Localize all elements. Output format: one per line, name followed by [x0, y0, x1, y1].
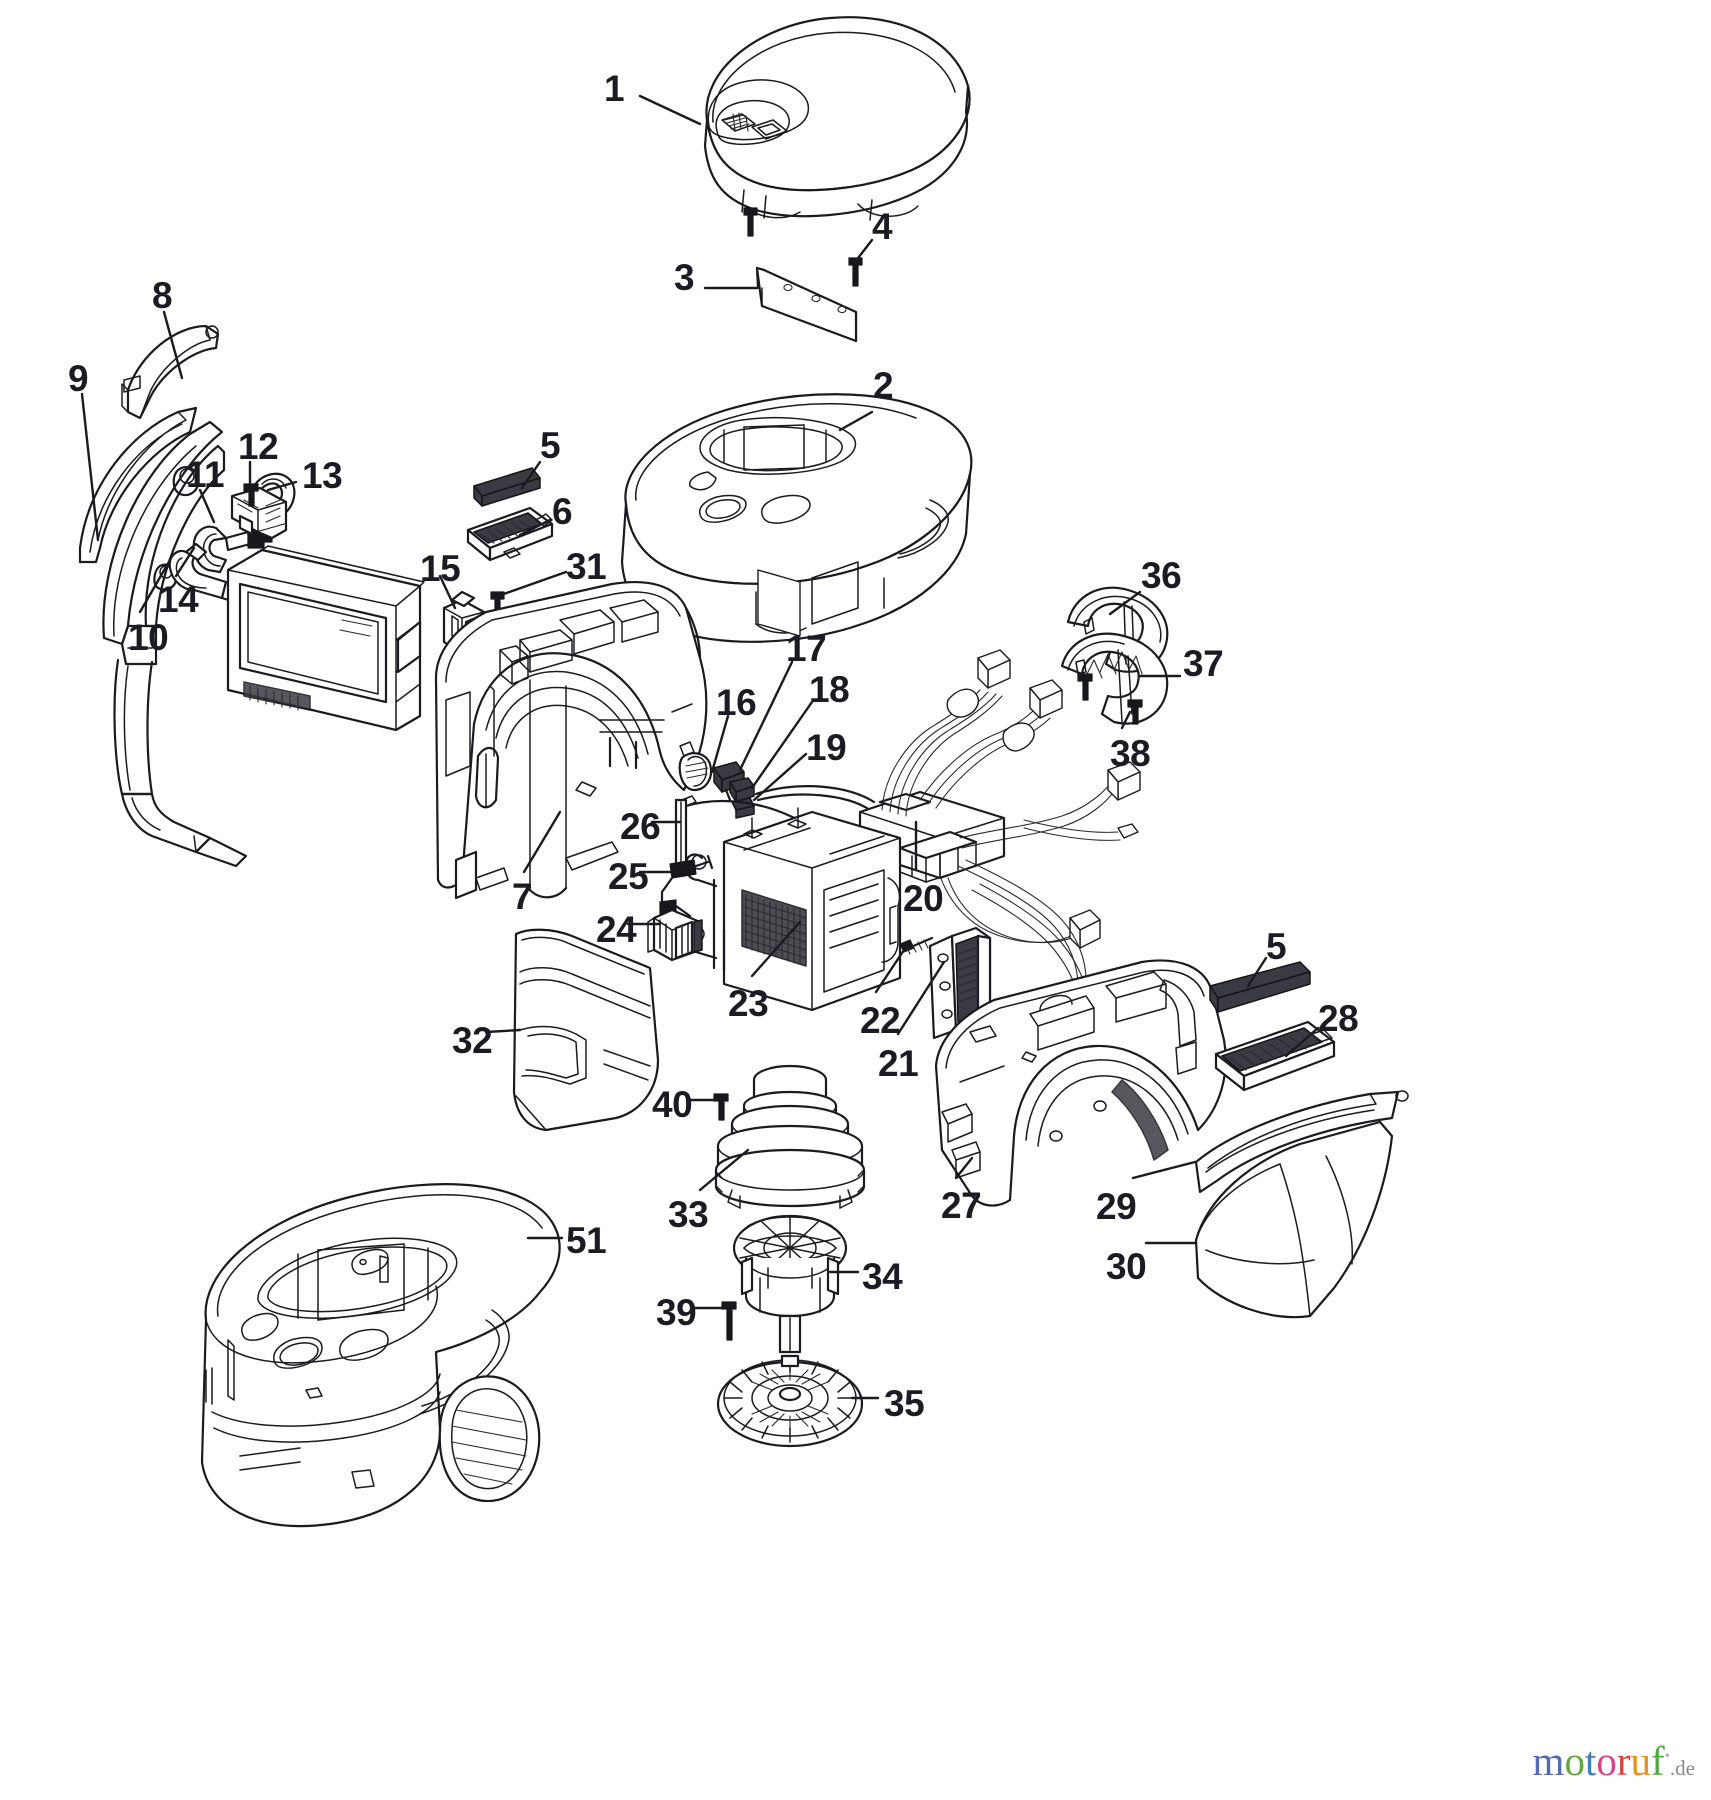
callout-4[interactable]: 4	[872, 206, 893, 247]
callout-29[interactable]: 29	[1096, 1186, 1137, 1227]
callout-23[interactable]: 23	[728, 983, 769, 1024]
part-23-control-unit-battery	[682, 807, 902, 1012]
callout-13[interactable]: 13	[302, 455, 343, 496]
part-7-front-chassis-frame	[434, 580, 708, 900]
callout-5-rear[interactable]: 5	[1266, 926, 1287, 967]
part-10-side-frame-left	[102, 420, 248, 868]
callout-38[interactable]: 38	[1110, 733, 1151, 774]
callout-11[interactable]: 11	[186, 454, 225, 495]
callout-22[interactable]: 22	[860, 1000, 901, 1041]
part-1-top-cover-lid	[703, 16, 971, 221]
part-29-rear-trim-strip	[1194, 1090, 1409, 1194]
callout-10[interactable]: 10	[128, 617, 169, 658]
part-18-terminal-connector	[729, 777, 755, 819]
callout-25[interactable]: 25	[608, 856, 649, 897]
callout-21[interactable]: 21	[878, 1043, 919, 1084]
part-5b-foam-filter-pad-rear	[1209, 961, 1311, 1013]
callout-37[interactable]: 37	[1183, 643, 1224, 684]
callout-6[interactable]: 6	[552, 491, 573, 532]
part-22-fixing-screw-long	[899, 936, 934, 955]
callout-17[interactable]: 17	[786, 628, 827, 669]
part-27-rear-chassis-frame	[934, 959, 1227, 1207]
part-8-side-trim-strip	[121, 324, 220, 420]
part-40-blower-screw	[713, 1093, 729, 1121]
callout-39[interactable]: 39	[656, 1292, 697, 1333]
watermark-letter-t: t	[1584, 1738, 1597, 1784]
part-5-foam-filter-pad	[473, 467, 541, 507]
callout-9[interactable]: 9	[68, 358, 89, 399]
part-12-hinge-pin-screw	[243, 483, 259, 507]
watermark-suffix: .de	[1669, 1756, 1695, 1780]
callout-1[interactable]: 1	[604, 68, 625, 109]
callout-27[interactable]: 27	[941, 1185, 982, 1226]
callout-16[interactable]: 16	[716, 682, 757, 723]
watermark-letter-f: f	[1651, 1738, 1665, 1784]
part-51-complete-body-assembly	[200, 1183, 561, 1528]
part-16-sensor-coil	[678, 752, 713, 792]
part-34-motor-impeller	[732, 1214, 848, 1354]
callout-19[interactable]: 19	[806, 727, 847, 768]
part-30-rear-corner-cap	[1194, 1120, 1394, 1319]
callout-33[interactable]: 33	[668, 1194, 709, 1235]
callout-28[interactable]: 28	[1318, 998, 1359, 1039]
leader-lines	[80, 94, 1320, 1400]
callout-20[interactable]: 20	[903, 878, 944, 919]
watermark-letter-o2: o	[1596, 1738, 1617, 1784]
watermark-letter-r: r	[1616, 1738, 1631, 1784]
watermark-letter-u: u	[1630, 1738, 1652, 1784]
callout-14[interactable]: 14	[158, 579, 199, 620]
part-3-inner-bracket-plate	[755, 266, 858, 343]
callout-15[interactable]: 15	[420, 548, 461, 589]
part-4-screw-cover	[848, 257, 863, 287]
callout-8[interactable]: 8	[152, 275, 173, 316]
watermark-letter-o1: o	[1564, 1738, 1585, 1784]
part-28-rear-filter-grille	[1214, 1020, 1336, 1092]
callout-5[interactable]: 5	[540, 425, 561, 466]
part-26-antenna-rod	[674, 798, 688, 870]
callout-35[interactable]: 35	[884, 1383, 925, 1424]
callout-34[interactable]: 34	[862, 1256, 903, 1297]
callout-12[interactable]: 12	[238, 426, 279, 467]
callout-40[interactable]: 40	[652, 1084, 693, 1125]
part-6-filter-grille	[466, 506, 554, 562]
callout-2[interactable]: 2	[873, 365, 894, 406]
callout-51[interactable]: 51	[566, 1220, 607, 1261]
motoruf-watermark: motoruf•.de	[1533, 1741, 1695, 1782]
part-11-bumper-linkage-arm	[192, 525, 273, 574]
part-2-upper-body-shell	[620, 393, 973, 643]
part-35-blade-disc	[716, 1354, 864, 1448]
part-13-hinge-bracket	[230, 472, 296, 540]
part-33-blower-housing	[714, 1064, 866, 1209]
part-32-front-bumper-panel	[512, 928, 660, 1132]
watermark-letter-m: m	[1532, 1738, 1565, 1784]
part-20-main-wiring-harness	[858, 649, 1141, 1027]
callout-18[interactable]: 18	[809, 669, 850, 710]
callout-7[interactable]: 7	[512, 876, 533, 917]
callout-26[interactable]: 26	[620, 806, 661, 847]
callout-24[interactable]: 24	[596, 909, 637, 950]
part-21-connector-terminal-strip	[928, 926, 992, 1040]
callout-31[interactable]: 31	[566, 546, 607, 587]
watermark-dot-icon: •	[1664, 1748, 1670, 1765]
part-1-screw-lower	[743, 207, 758, 237]
part-38-handle-screw	[1077, 673, 1143, 725]
callout-3[interactable]: 3	[674, 257, 695, 298]
callout-32[interactable]: 32	[452, 1020, 493, 1061]
battery-panel-block	[226, 545, 425, 732]
part-25-antenna-mount	[659, 854, 714, 930]
callout-30[interactable]: 30	[1106, 1246, 1147, 1287]
callout-36[interactable]: 36	[1141, 555, 1182, 596]
part-24-coil-bobbin	[647, 908, 703, 962]
part-9-side-panel-window	[78, 406, 198, 564]
